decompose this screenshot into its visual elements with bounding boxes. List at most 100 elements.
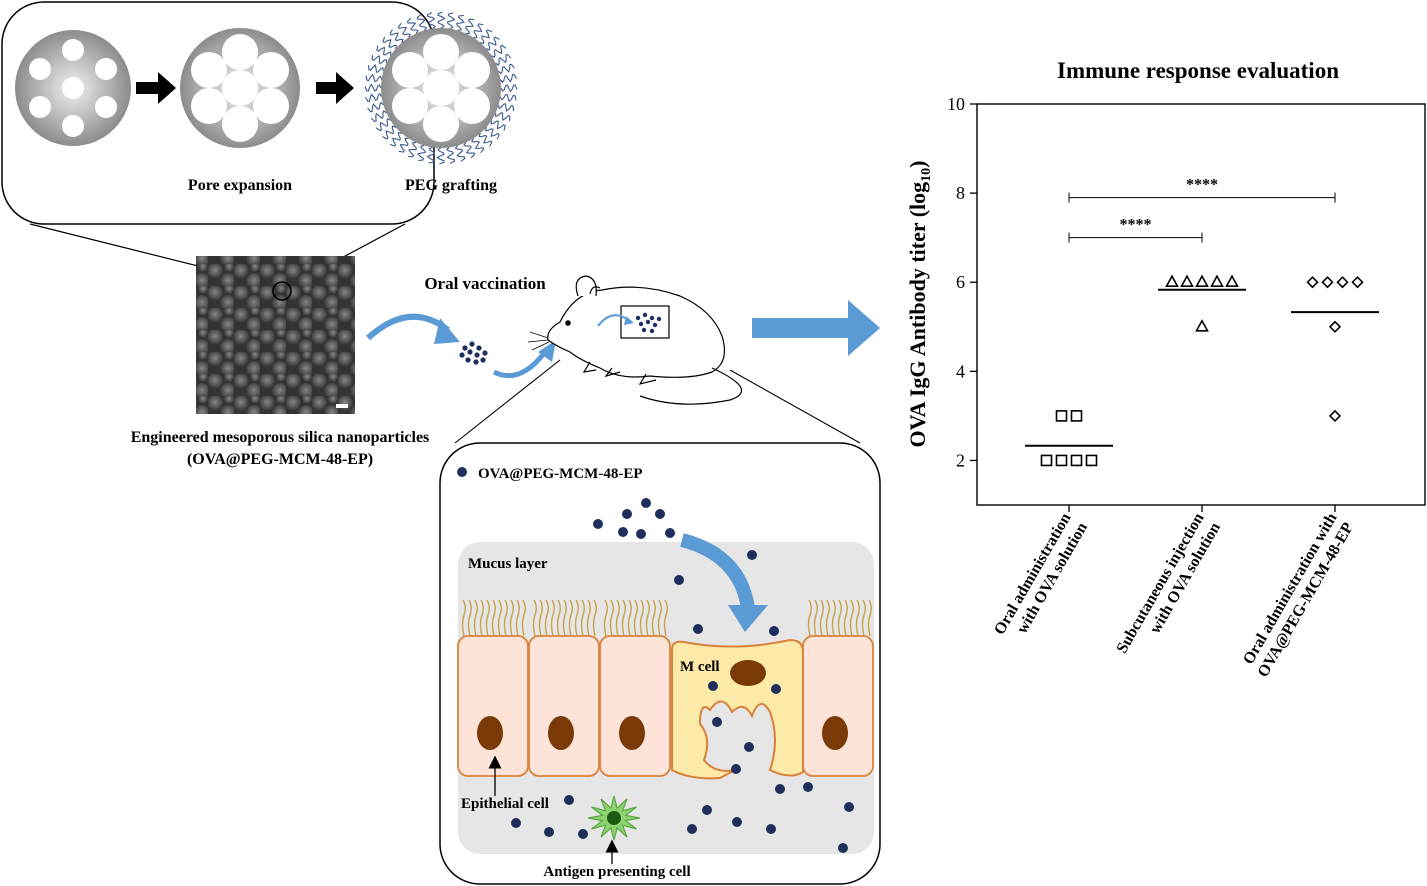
microvillus — [586, 599, 591, 637]
microvillus — [813, 599, 818, 637]
y-tick-label: 10 — [947, 94, 965, 114]
peg-chain — [484, 127, 500, 140]
data-point-triangle — [1195, 319, 1209, 332]
ova-particle — [618, 527, 628, 537]
mcm48-particle — [15, 30, 131, 146]
peg-chain — [465, 18, 475, 34]
ova-particle — [665, 528, 675, 538]
data-point-square — [1055, 410, 1068, 422]
mouse-gut-particles — [635, 312, 662, 334]
peg-chain — [454, 145, 466, 162]
microvillus — [538, 599, 543, 637]
nanoparticle-caption-line2: (OVA@PEG-MCM-48-EP) — [187, 451, 373, 468]
uptake-arrow-head — [728, 605, 768, 632]
y-tick-label: 2 — [956, 450, 965, 470]
ova-particle — [766, 824, 776, 834]
peg-chain — [427, 12, 437, 30]
nucleus — [477, 716, 503, 750]
y-tick-label: 8 — [956, 183, 965, 203]
nucleus — [822, 716, 848, 750]
peg-chain — [498, 63, 515, 75]
sem-image — [196, 256, 355, 414]
zoom-lines-intestine — [454, 359, 861, 444]
ova-particle — [511, 818, 521, 828]
peg-chain — [480, 29, 493, 45]
data-point-diamond — [1328, 320, 1342, 333]
data-point-diamond — [1328, 409, 1342, 423]
peg-chain — [491, 44, 507, 59]
microvillus — [556, 599, 561, 637]
pore-expansion-label: Pore expansion — [188, 177, 292, 194]
epithelial-cell-label: Epithelial cell — [461, 796, 549, 812]
microvillus — [503, 599, 508, 637]
particle-cluster — [459, 341, 488, 365]
ova-particle — [622, 509, 632, 519]
peg-chain — [406, 17, 419, 34]
peg-chain — [446, 12, 456, 30]
data-point-diamond — [1306, 276, 1319, 289]
peg-chain — [499, 93, 517, 103]
arrow-into-mouth — [492, 350, 547, 379]
microvillus — [550, 599, 555, 637]
mucus-layer-label: Mucus layer — [468, 556, 548, 572]
microvillus — [515, 599, 520, 637]
svg-text:OVA IgG Antibody titer (log10): OVA IgG Antibody titer (log10) — [905, 161, 934, 448]
ova-particle — [771, 684, 781, 694]
peg-chain — [463, 142, 476, 159]
m-cell-nucleus — [730, 660, 766, 686]
peg-chain — [437, 11, 446, 29]
data-point-triangle — [1210, 274, 1224, 288]
arrow-into-mouth-head — [538, 340, 556, 362]
microvillus — [473, 599, 478, 637]
antigen-presenting-cell — [587, 795, 641, 841]
peg-chain — [367, 64, 384, 73]
ova-particle — [641, 498, 651, 508]
epithelial-cell — [528, 635, 600, 777]
nucleus — [619, 716, 645, 750]
microvillus — [592, 599, 597, 637]
sem-zoom-circle — [272, 281, 292, 301]
microvillus — [479, 599, 484, 637]
ova-particle — [775, 784, 785, 794]
microvillus — [855, 599, 860, 637]
microvillus — [621, 599, 626, 637]
peg-chain — [416, 14, 428, 31]
microvillus — [580, 599, 585, 637]
ova-particle — [712, 717, 722, 727]
microvillus — [843, 599, 848, 637]
epithelial-cells — [457, 635, 874, 777]
microvillus — [825, 599, 830, 637]
arrow-to-mouse — [365, 313, 450, 341]
epithelial-cell — [802, 635, 874, 777]
ova-particle — [564, 795, 574, 805]
ova-particle — [593, 519, 603, 529]
ova-particle — [844, 802, 854, 812]
data-point-diamond — [1321, 276, 1334, 289]
data-point-square — [1070, 454, 1083, 467]
peg-chain — [371, 54, 387, 64]
ova-particle — [702, 805, 712, 815]
y-tick-label: 6 — [956, 272, 965, 292]
significance-label: **** — [1120, 217, 1152, 234]
peg-chain — [365, 92, 383, 102]
microvillus — [867, 599, 872, 637]
peg-chain — [407, 142, 417, 158]
microvillus — [861, 599, 866, 637]
peg-chain — [445, 146, 455, 164]
peg-chain — [365, 73, 383, 83]
microvillus — [807, 599, 812, 637]
y-tick-label: 4 — [956, 361, 965, 381]
microvillus — [467, 599, 472, 637]
data-point-diamond — [1336, 276, 1349, 289]
peg-chain — [495, 53, 512, 66]
ova-particle — [803, 782, 813, 792]
microvillus — [837, 599, 842, 637]
microvillus — [491, 599, 496, 637]
plot-frame — [976, 103, 1426, 506]
y-ticks: 2 4 6 8 10 — [947, 94, 977, 470]
microvillus — [562, 599, 567, 637]
peg-chain — [364, 83, 382, 92]
mouse-gut-zoom-box — [620, 305, 670, 339]
